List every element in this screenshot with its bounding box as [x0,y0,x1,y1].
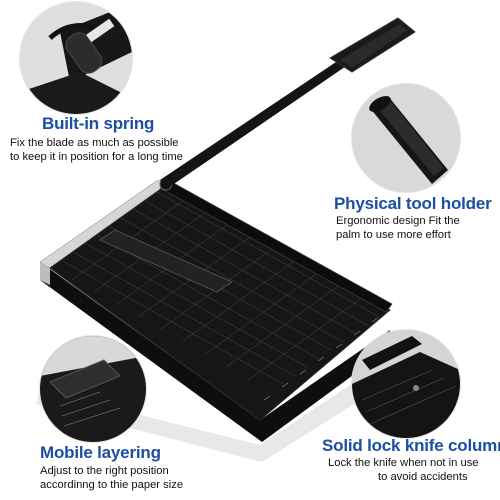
guide-detail-image [40,336,146,442]
paper-guide-bar[interactable] [99,229,233,293]
lock-detail-image [352,330,460,438]
spring-detail-image [20,2,132,114]
feature-desc-layering: Adjust to the right position accordinng … [40,465,184,491]
feature-desc-handle: Ergonomic design Fit the palm to use mor… [336,215,460,241]
handle-detail-image [352,84,460,192]
feature-desc-lock: Lock the knife when not in use to avoid … [328,457,479,483]
feature-title-layering: Mobile layering [40,443,161,462]
feature-title-spring: Built-in spring [42,114,155,133]
feature-title-lock: Solid lock knife column [322,436,500,455]
feature-title-handle: Physical tool holder [334,194,492,213]
feature-desc-spring: Fix the blade as much as possible to kee… [10,137,183,163]
cutter-arm[interactable] [160,54,355,188]
